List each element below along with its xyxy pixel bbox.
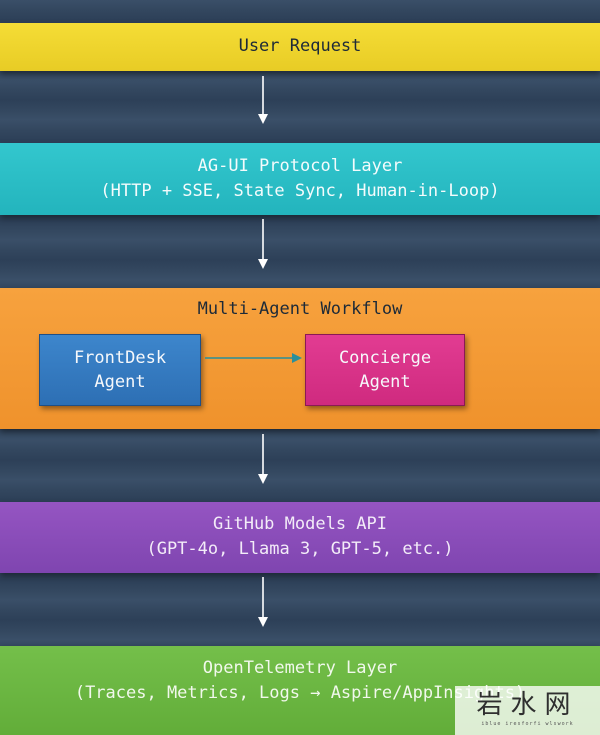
watermark-text: 岩水网 bbox=[476, 690, 579, 720]
opentelemetry-title: OpenTelemetry Layer bbox=[202, 658, 398, 678]
github-models-title: GitHub Models API bbox=[213, 514, 387, 534]
agui-protocol-layer: AG-UI Protocol Layer (HTTP + SSE, State … bbox=[0, 143, 600, 215]
watermark-subtext: iblue iresforfi wlswork bbox=[481, 721, 574, 727]
workflow-title: Multi-Agent Workflow bbox=[197, 299, 403, 319]
arrow-down-icon bbox=[255, 575, 271, 629]
agui-title: AG-UI Protocol Layer bbox=[197, 156, 403, 176]
opentelemetry-subtitle: (Traces, Metrics, Logs → Aspire/AppInsig… bbox=[74, 683, 526, 703]
frontdesk-agent-box: FrontDesk Agent bbox=[39, 334, 201, 406]
user-request-title: User Request bbox=[238, 36, 362, 56]
agui-subtitle: (HTTP + SSE, State Sync, Human-in-Loop) bbox=[100, 181, 500, 201]
github-models-subtitle: (GPT-4o, Llama 3, GPT-5, etc.) bbox=[146, 539, 454, 559]
watermark-logo: 岩水网 iblue iresforfi wlswork bbox=[455, 686, 600, 735]
concierge-agent-box: Concierge Agent bbox=[305, 334, 465, 406]
frontdesk-agent-label-line2: Agent bbox=[94, 372, 146, 392]
concierge-agent-label-line1: Concierge bbox=[338, 348, 432, 368]
arrow-down-icon bbox=[255, 217, 271, 271]
github-models-api-layer: GitHub Models API (GPT-4o, Llama 3, GPT-… bbox=[0, 502, 600, 573]
concierge-agent-label-line2: Agent bbox=[359, 372, 411, 392]
user-request-layer: User Request bbox=[0, 23, 600, 71]
arrow-right-icon bbox=[203, 350, 303, 364]
arrow-down-icon bbox=[255, 74, 271, 126]
arrow-down-icon bbox=[255, 432, 271, 486]
frontdesk-agent-label-line1: FrontDesk bbox=[73, 348, 167, 368]
